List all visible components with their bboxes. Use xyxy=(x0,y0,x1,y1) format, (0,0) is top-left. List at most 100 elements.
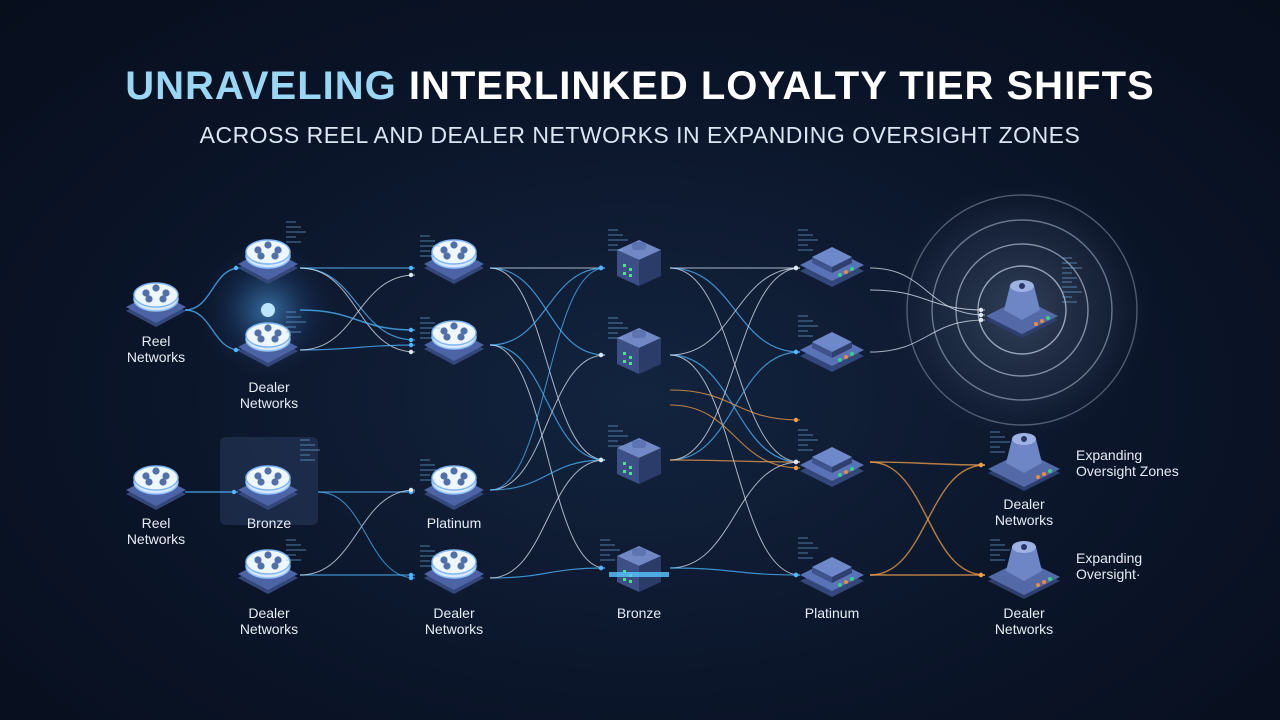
reel-icon-top xyxy=(245,465,291,491)
server-node-2 xyxy=(800,332,864,372)
reel-networks-node-2 xyxy=(126,465,186,510)
page-subtitle: ACROSS REEL AND DEALER NETWORKS IN EXPAN… xyxy=(199,122,1081,148)
tower-hole xyxy=(1021,544,1027,550)
status-light xyxy=(850,352,854,356)
connector-line xyxy=(489,344,606,569)
reel-hole xyxy=(274,329,282,337)
status-light xyxy=(850,467,854,471)
label-line: Networks xyxy=(994,512,1054,528)
label-line: Dealer xyxy=(433,605,475,621)
connector-end-dot xyxy=(408,272,414,278)
reel-hole xyxy=(440,327,448,335)
status-light xyxy=(838,583,842,587)
connector-line xyxy=(669,404,801,469)
reel-hole xyxy=(271,562,279,570)
connector-end-dot xyxy=(598,265,604,271)
label-line: Oversight· xyxy=(1076,566,1141,582)
data-panel xyxy=(420,235,440,257)
reel-hole xyxy=(443,478,451,486)
label-line: Dealer xyxy=(248,605,290,621)
reel-hole xyxy=(443,252,451,260)
connector-line xyxy=(489,267,606,346)
title-rest: INTERLINKED LOYALTY TIER SHIFTS xyxy=(408,64,1155,108)
cube-light xyxy=(629,472,632,475)
reel-hole xyxy=(254,329,262,337)
data-panel xyxy=(798,229,818,251)
reel-hole xyxy=(457,562,465,570)
reel-hole xyxy=(440,246,448,254)
data-panel xyxy=(1062,257,1082,279)
status-light xyxy=(1036,583,1040,587)
data-panel xyxy=(420,459,440,481)
reel-hole xyxy=(254,246,262,254)
reel-hole xyxy=(274,556,282,564)
connector-line xyxy=(869,319,986,353)
label-line: Dealer xyxy=(248,379,290,395)
connector-line xyxy=(299,274,416,351)
node-side xyxy=(812,457,832,473)
cube-light xyxy=(623,360,626,363)
reel-hole xyxy=(257,335,265,343)
connector-line xyxy=(489,354,606,491)
connector-line xyxy=(669,459,801,463)
status-light xyxy=(844,470,848,474)
connector-line xyxy=(869,464,986,576)
reel-node-col2-2 xyxy=(424,320,484,365)
reel-icon-top xyxy=(431,239,477,265)
connector-line xyxy=(669,354,801,576)
cube-light xyxy=(623,578,626,581)
reel-hole xyxy=(460,556,468,564)
cube-node-3 xyxy=(617,438,661,484)
reel-hole xyxy=(162,289,170,297)
connector-line xyxy=(489,567,606,579)
data-panel xyxy=(798,315,818,337)
cube-light xyxy=(629,362,632,365)
data-panel xyxy=(420,545,440,567)
connector-line xyxy=(669,267,801,461)
label-line: Networks xyxy=(239,395,299,411)
reel-hole xyxy=(443,562,451,570)
data-panel xyxy=(286,539,306,561)
connector-end-dot xyxy=(978,317,984,323)
cube-glow-bar xyxy=(609,572,669,577)
label-line: Reel xyxy=(141,515,171,531)
reel-hole xyxy=(271,478,279,486)
node-side xyxy=(812,257,832,273)
oversight-zone-core-node xyxy=(986,280,1058,338)
dealer-networks-label-5: Dealer Networks xyxy=(964,605,1084,637)
connector-line xyxy=(299,309,416,331)
cube-node-1 xyxy=(617,240,661,286)
data-panel xyxy=(608,425,628,447)
label-line: Reel xyxy=(141,333,171,349)
connector-line xyxy=(489,459,606,579)
node-side xyxy=(832,457,852,473)
reel-hole xyxy=(450,322,458,330)
status-light xyxy=(1048,469,1052,473)
cube-light xyxy=(623,570,626,573)
connector-line xyxy=(299,267,416,353)
connector-end-dot xyxy=(408,487,414,493)
status-light xyxy=(850,267,854,271)
reel-icon-top xyxy=(245,239,291,265)
label-line: Networks xyxy=(239,621,299,637)
connector-end-dot xyxy=(233,265,239,271)
connector-end-dot xyxy=(231,489,237,495)
reel-hole xyxy=(457,478,465,486)
server-node-1 xyxy=(800,247,864,287)
dealer-networks-label-2: Dealer Networks xyxy=(209,605,329,637)
oversight-zone-ring xyxy=(906,194,1138,426)
reel-hole xyxy=(450,467,458,475)
connector-end-dot xyxy=(978,572,984,578)
connector-end-dot xyxy=(978,307,984,313)
platinum-label-1: Platinum xyxy=(426,515,482,531)
label-line: Expanding xyxy=(1076,447,1143,463)
connector-line xyxy=(869,267,986,316)
connector-line xyxy=(299,489,416,576)
bronze-label-1: Bronze xyxy=(246,515,292,531)
cube-light xyxy=(623,462,626,465)
status-light xyxy=(1048,577,1052,581)
connector-line xyxy=(869,461,986,466)
reel-icon-top xyxy=(431,465,477,491)
node-side xyxy=(832,342,852,358)
